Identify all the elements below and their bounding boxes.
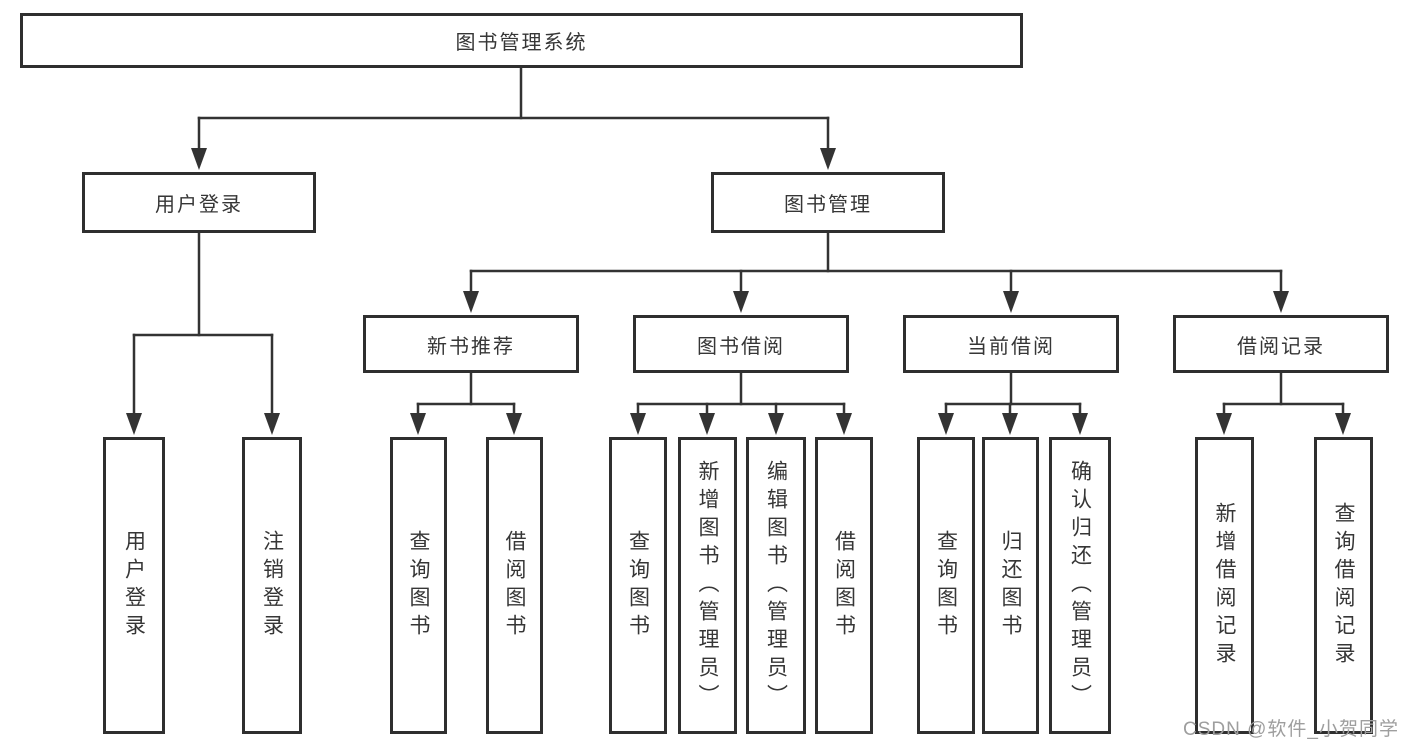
leaf-query-books-2: 查询图书 — [609, 437, 667, 734]
leaf-query-books-1: 查询图书 — [390, 437, 447, 734]
leaf-borrow-books-1: 借阅图书 — [486, 437, 543, 734]
leaf-return-books: 归还图书 — [982, 437, 1039, 734]
node-new-book-recommend-label: 新书推荐 — [427, 335, 515, 358]
node-root: 图书管理系统 — [20, 13, 1023, 68]
node-book-borrow: 图书借阅 — [633, 315, 849, 373]
leaf-user-login-label: 用户登录 — [122, 529, 146, 642]
connector-root-branches — [191, 66, 836, 170]
leaf-borrow-books-1-label: 借阅图书 — [503, 529, 526, 642]
leaf-user-login: 用户登录 — [103, 437, 165, 734]
leaf-edit-books-admin-label: 编辑图书（管理员） — [764, 459, 788, 712]
node-book-mgmt: 图书管理 — [711, 172, 945, 233]
leaf-add-books-admin-label: 新增图书（管理员） — [696, 459, 719, 712]
node-new-book-recommend: 新书推荐 — [363, 315, 579, 373]
csdn-watermark: CSDN @软件_小贺同学 — [1183, 719, 1399, 740]
node-current-borrow-label: 当前借阅 — [967, 335, 1055, 358]
leaf-query-books-3-label: 查询图书 — [934, 529, 958, 642]
connector-book-mgmt-sections — [463, 231, 1289, 313]
leaf-confirm-return-admin-label: 确认归还（管理员） — [1068, 459, 1092, 712]
leaf-add-borrow-record-label: 新增借阅记录 — [1213, 501, 1236, 670]
leaf-query-books-3: 查询图书 — [917, 437, 975, 734]
leaf-return-books-label: 归还图书 — [999, 529, 1022, 642]
node-user-login-label: 用户登录 — [155, 194, 243, 216]
connector-user-login-children — [126, 231, 280, 435]
connector-current-borrow-children — [938, 371, 1088, 435]
node-user-login: 用户登录 — [82, 172, 316, 233]
leaf-edit-books-admin: 编辑图书（管理员） — [746, 437, 806, 734]
node-root-label: 图书管理系统 — [455, 32, 588, 54]
connector-borrow-record-children — [1216, 371, 1351, 435]
leaf-query-borrow-record: 查询借阅记录 — [1314, 437, 1373, 734]
leaf-borrow-books-2-label: 借阅图书 — [832, 529, 856, 642]
connector-new-book-children — [410, 371, 522, 435]
leaf-add-books-admin: 新增图书（管理员） — [678, 437, 737, 734]
node-borrow-record: 借阅记录 — [1173, 315, 1389, 373]
leaf-query-books-1-label: 查询图书 — [407, 529, 430, 642]
leaf-add-borrow-record: 新增借阅记录 — [1195, 437, 1254, 734]
node-borrow-record-label: 借阅记录 — [1237, 335, 1325, 358]
leaf-logout-label: 注销登录 — [260, 529, 284, 642]
connector-book-borrow-children — [630, 371, 852, 435]
node-current-borrow: 当前借阅 — [903, 315, 1119, 373]
leaf-query-borrow-record-label: 查询借阅记录 — [1332, 501, 1355, 670]
leaf-logout: 注销登录 — [242, 437, 302, 734]
leaf-query-books-2-label: 查询图书 — [626, 529, 650, 642]
leaf-confirm-return-admin: 确认归还（管理员） — [1049, 437, 1111, 734]
leaf-borrow-books-2: 借阅图书 — [815, 437, 873, 734]
node-book-mgmt-label: 图书管理 — [784, 194, 872, 216]
node-book-borrow-label: 图书借阅 — [697, 335, 785, 358]
